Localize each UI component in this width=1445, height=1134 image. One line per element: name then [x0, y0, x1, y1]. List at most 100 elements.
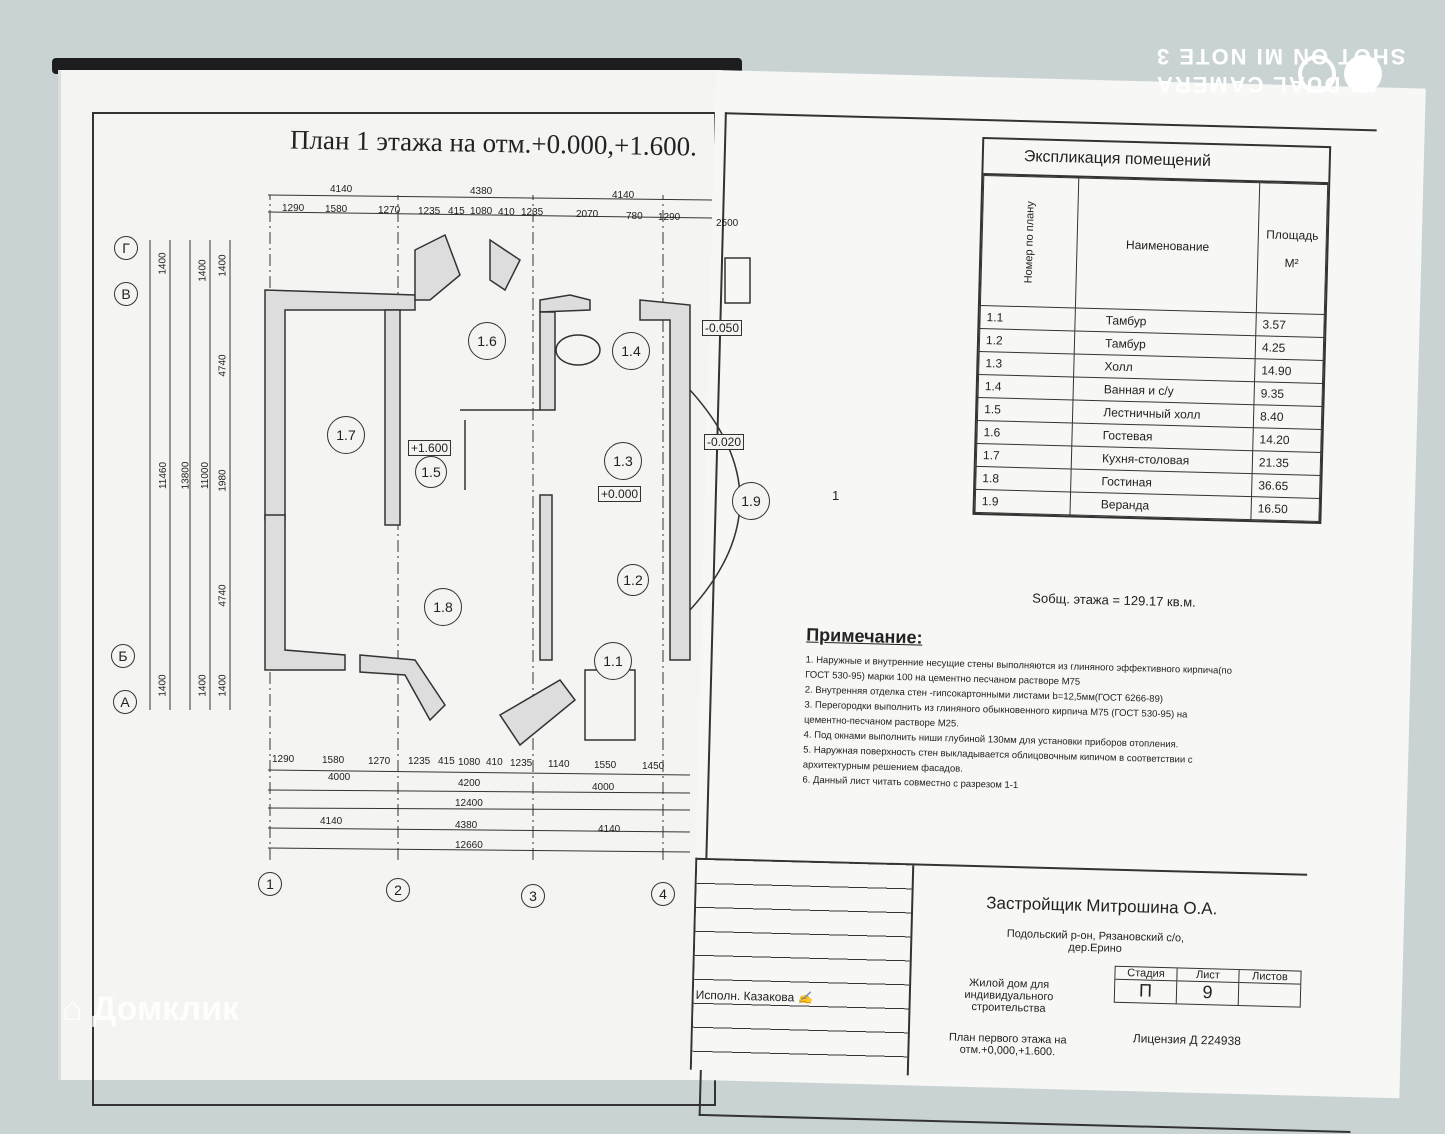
dim-top: 1235 — [418, 206, 441, 217]
dim-top: 410 — [498, 207, 515, 218]
dim-top: 4140 — [330, 184, 353, 195]
cell-num: 1.5 — [977, 397, 1074, 423]
col-area-header: Площадь — [1266, 226, 1319, 243]
col-name-header: Наименование — [1075, 178, 1260, 313]
notes: Примечание: 1. Наружные и внутренние нес… — [802, 625, 1236, 799]
cell-num: 1.9 — [975, 489, 1071, 515]
dim-left: 1400 — [197, 674, 209, 697]
stage-value: П — [1114, 978, 1177, 1003]
room-marker: 1.3 — [604, 442, 642, 480]
axis-marker: 3 — [521, 884, 545, 908]
dim-top: 1290 — [282, 203, 305, 214]
developer: Застройщик Митрошина О.А. — [986, 893, 1218, 919]
dim-left: 11000 — [200, 461, 212, 490]
axis-marker: Г — [114, 236, 138, 260]
cell-name: Веранда — [1070, 491, 1252, 520]
dim-top: 2070 — [576, 209, 599, 220]
executor-name: Казакова — [743, 989, 795, 1005]
axis-marker: В — [114, 282, 138, 306]
dim-bottom: 1235 — [510, 758, 533, 769]
room-marker: 1.7 — [327, 416, 365, 454]
dim-bottom: 1140 — [548, 759, 570, 770]
dim-bottom: 1235 — [408, 756, 431, 767]
section-mark: 1 — [832, 488, 840, 503]
dim-top: 1290 — [658, 212, 681, 223]
cell-area: 14.20 — [1252, 427, 1322, 453]
right-page: Экспликация помещений Номер по плану Наи… — [689, 70, 1426, 1133]
drawing-frame — [92, 112, 716, 1106]
title-block: Исполн. Казакова ✍ Застройщик Митрошина … — [689, 857, 1308, 1086]
cell-area: 14.90 — [1254, 358, 1324, 384]
camera-watermark-dots — [1298, 55, 1390, 98]
dim-left: 1980 — [217, 469, 229, 492]
dim-top: 1270 — [378, 205, 401, 216]
dim-top: 780 — [626, 211, 643, 222]
dim-bottom: 4380 — [455, 820, 478, 831]
cell-area: 3.57 — [1255, 312, 1325, 338]
site-watermark: ⌂ Домклик — [62, 990, 240, 1028]
left-page — [58, 70, 721, 1080]
axis-marker: 2 — [386, 878, 410, 902]
dim-left: 1400 — [217, 674, 229, 697]
dim-top: 4140 — [612, 190, 635, 201]
cell-num: 1.7 — [976, 443, 1072, 469]
dim-top: 1080 — [470, 206, 493, 217]
room-marker: 1.5 — [415, 456, 447, 488]
dim-left: 1400 — [157, 252, 169, 275]
dim-bottom: 4200 — [458, 778, 481, 789]
room-marker: 1.8 — [424, 588, 462, 626]
axis-marker: 4 — [651, 882, 675, 906]
dim-top: 2500 — [716, 218, 739, 229]
room-marker: 1.1 — [594, 642, 632, 680]
dim-bottom: 1580 — [322, 755, 345, 766]
executor-role: Исполн. — [695, 987, 741, 1003]
dim-left: 4740 — [217, 584, 229, 607]
dim-bottom: 1450 — [642, 761, 665, 772]
axis-marker: 1 — [258, 872, 282, 896]
level-mark: -0.050 — [702, 320, 743, 336]
axis-marker: А — [113, 690, 137, 714]
cell-num: 1.3 — [978, 351, 1075, 377]
cell-num: 1.2 — [979, 328, 1075, 354]
room-marker: 1.2 — [617, 564, 649, 596]
license: Лицензия Д 224938 — [1132, 1031, 1242, 1049]
cell-area: 21.35 — [1252, 450, 1321, 476]
room-explication-table: Экспликация помещений Номер по плану Наи… — [972, 136, 1332, 525]
dim-bottom: 1080 — [458, 757, 481, 768]
dim-bottom: 12400 — [455, 798, 483, 809]
cell-area: 9.35 — [1253, 381, 1323, 407]
dim-bottom: 12660 — [455, 840, 483, 851]
dim-top: 415 — [448, 206, 465, 217]
dim-left: 13800 — [180, 461, 192, 490]
dim-top: 4380 — [470, 186, 493, 197]
dim-top: 1235 — [521, 207, 544, 218]
cell-num: 1.1 — [979, 305, 1076, 331]
level-mark: -0.020 — [704, 434, 745, 450]
dim-bottom: 415 — [438, 756, 455, 767]
dim-bottom: 4000 — [328, 772, 351, 783]
dim-bottom: 4140 — [598, 824, 621, 835]
room-marker: 1.9 — [732, 482, 770, 520]
dim-bottom: 4000 — [592, 782, 615, 793]
cell-num: 1.4 — [978, 374, 1074, 400]
dim-left: 1400 — [197, 259, 209, 282]
dim-top: 1580 — [325, 204, 348, 215]
dim-bottom: 4140 — [320, 816, 343, 827]
dim-bottom: 1270 — [368, 756, 391, 767]
cell-area: 16.50 — [1250, 496, 1320, 522]
level-mark: +1.600 — [408, 440, 452, 456]
signature: ✍ — [797, 990, 813, 1005]
room-marker: 1.6 — [468, 322, 506, 360]
cell-area: 8.40 — [1253, 404, 1322, 430]
dim-left: 1400 — [217, 254, 229, 277]
dim-bottom: 1290 — [272, 754, 295, 765]
sheet-value: 9 — [1176, 980, 1239, 1004]
object-name: Жилой дом для индивидуального строительс… — [964, 976, 1054, 1015]
sheet-title: План первого этажа на отм.+0,000,+1.600. — [948, 1031, 1067, 1059]
col-num-header: Номер по плану — [1022, 200, 1037, 283]
room-marker: 1.4 — [612, 332, 650, 370]
axis-marker: Б — [111, 644, 135, 668]
dim-left: 1400 — [157, 674, 169, 697]
col-unit-header: М² — [1284, 255, 1299, 270]
